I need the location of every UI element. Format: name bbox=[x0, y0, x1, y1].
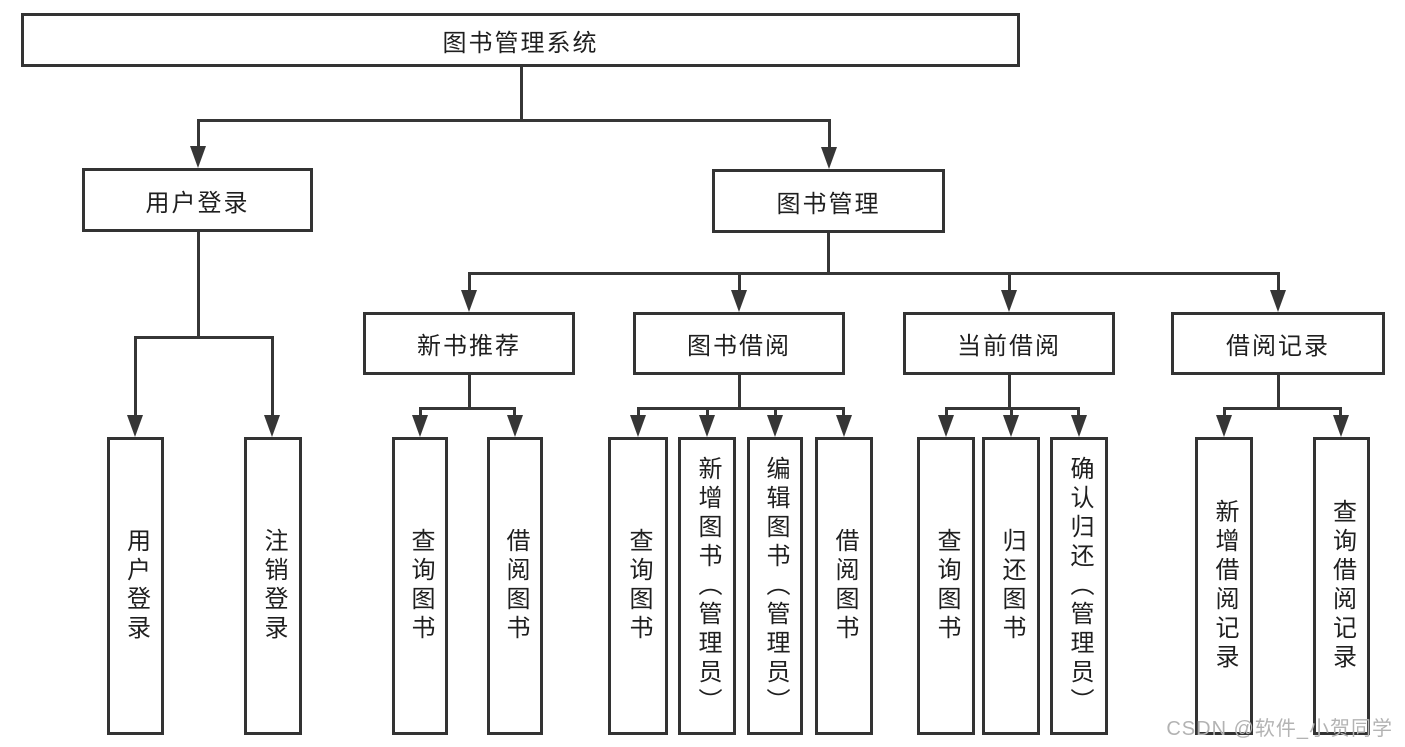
leaf-current-return-books: 归还图书 bbox=[982, 437, 1040, 735]
leaf-newbook-borrow-books: 借阅图书 bbox=[487, 437, 543, 735]
leaf-current-query-books: 查询图书 bbox=[917, 437, 975, 735]
connector-line bbox=[738, 375, 741, 407]
node-borrowing-records-label: 借阅记录 bbox=[1226, 333, 1330, 360]
connector-line bbox=[1223, 407, 1342, 410]
connector-line bbox=[842, 407, 845, 416]
connector-line bbox=[1339, 407, 1342, 416]
connector-line bbox=[468, 272, 471, 291]
arrow-down-icon bbox=[938, 415, 954, 437]
arrow-down-icon bbox=[821, 147, 837, 169]
connector-line bbox=[945, 407, 948, 416]
leaf-records-add-record: 新增借阅记录 bbox=[1195, 437, 1253, 735]
arrow-down-icon bbox=[1001, 290, 1017, 312]
leaf-logout-label: 注销登录 bbox=[260, 528, 287, 644]
arrow-down-icon bbox=[836, 415, 852, 437]
leaf-current-query-books-label: 查询图书 bbox=[933, 528, 960, 644]
node-root-label: 图书管理系统 bbox=[442, 29, 599, 57]
connector-line bbox=[134, 336, 274, 339]
arrow-down-icon bbox=[1333, 415, 1349, 437]
connector-line bbox=[1008, 375, 1011, 407]
connector-line bbox=[828, 119, 831, 148]
node-borrowing-records: 借阅记录 bbox=[1171, 312, 1385, 375]
connector-line bbox=[1008, 272, 1011, 291]
leaf-borrowing-add-books-admin-label: 新增图书（管理员） bbox=[694, 455, 721, 717]
connector-line bbox=[134, 336, 137, 416]
node-user-login: 用户登录 bbox=[82, 168, 313, 232]
connector-line bbox=[774, 407, 777, 416]
arrow-down-icon bbox=[507, 415, 523, 437]
connector-line bbox=[738, 272, 741, 291]
connector-line bbox=[197, 232, 200, 336]
connector-line bbox=[468, 272, 1279, 275]
arrow-down-icon bbox=[731, 290, 747, 312]
leaf-borrowing-borrow-books-label: 借阅图书 bbox=[831, 528, 858, 644]
connector-line bbox=[1077, 407, 1080, 416]
connector-line bbox=[197, 119, 831, 122]
node-current-borrowing: 当前借阅 bbox=[903, 312, 1115, 375]
connector-line bbox=[637, 407, 845, 410]
leaf-user-login: 用户登录 bbox=[107, 437, 164, 735]
leaf-borrowing-borrow-books: 借阅图书 bbox=[815, 437, 873, 735]
leaf-records-query-record: 查询借阅记录 bbox=[1313, 437, 1370, 735]
connector-line bbox=[520, 67, 523, 119]
node-root: 图书管理系统 bbox=[21, 13, 1020, 67]
leaf-borrowing-query-books: 查询图书 bbox=[608, 437, 668, 735]
arrow-down-icon bbox=[1003, 415, 1019, 437]
leaf-current-confirm-return-admin: 确认归还（管理员） bbox=[1050, 437, 1108, 735]
connector-line bbox=[419, 407, 422, 416]
leaf-current-confirm-return-admin-label: 确认归还（管理员） bbox=[1066, 455, 1093, 717]
connector-line bbox=[827, 233, 830, 272]
node-new-book-recommend-label: 新书推荐 bbox=[417, 333, 521, 360]
node-book-borrowing-label: 图书借阅 bbox=[687, 333, 791, 360]
connector-line bbox=[1277, 272, 1280, 291]
node-current-borrowing-label: 当前借阅 bbox=[957, 333, 1061, 360]
arrow-down-icon bbox=[190, 146, 206, 168]
connector-line bbox=[637, 407, 640, 416]
leaf-borrowing-query-books-label: 查询图书 bbox=[625, 528, 652, 644]
leaf-current-return-books-label: 归还图书 bbox=[998, 528, 1025, 644]
connector-line bbox=[419, 407, 516, 410]
leaf-user-login-label: 用户登录 bbox=[122, 528, 150, 644]
leaf-newbook-query-books-label: 查询图书 bbox=[407, 528, 434, 644]
node-user-login-label: 用户登录 bbox=[145, 189, 250, 217]
leaf-borrowing-edit-books-admin-label: 编辑图书（管理员） bbox=[762, 455, 789, 717]
connector-line bbox=[197, 119, 200, 148]
connector-line bbox=[271, 336, 274, 416]
leaf-records-add-record-label: 新增借阅记录 bbox=[1211, 499, 1238, 673]
leaf-borrowing-add-books-admin: 新增图书（管理员） bbox=[678, 437, 736, 735]
connector-line bbox=[1010, 407, 1013, 416]
csdn-watermark: CSDN @软件_小贺同学 bbox=[1166, 718, 1393, 740]
leaf-logout: 注销登录 bbox=[244, 437, 302, 735]
node-new-book-recommend: 新书推荐 bbox=[363, 312, 575, 375]
connector-line bbox=[468, 375, 471, 407]
leaf-borrowing-edit-books-admin: 编辑图书（管理员） bbox=[747, 437, 803, 735]
node-book-borrowing: 图书借阅 bbox=[633, 312, 845, 375]
node-book-management-label: 图书管理 bbox=[776, 190, 881, 218]
leaf-newbook-query-books: 查询图书 bbox=[392, 437, 448, 735]
connector-line bbox=[1277, 375, 1280, 407]
node-book-management: 图书管理 bbox=[712, 169, 945, 233]
arrow-down-icon bbox=[461, 290, 477, 312]
connector-line bbox=[706, 407, 709, 416]
leaf-newbook-borrow-books-label: 借阅图书 bbox=[502, 528, 529, 644]
arrow-down-icon bbox=[264, 415, 280, 437]
arrow-down-icon bbox=[1216, 415, 1232, 437]
arrow-down-icon bbox=[630, 415, 646, 437]
arrow-down-icon bbox=[412, 415, 428, 437]
leaf-records-query-record-label: 查询借阅记录 bbox=[1328, 499, 1356, 673]
connector-line bbox=[1223, 407, 1226, 416]
arrow-down-icon bbox=[1071, 415, 1087, 437]
arrow-down-icon bbox=[1270, 290, 1286, 312]
arrow-down-icon bbox=[127, 415, 143, 437]
arrow-down-icon bbox=[699, 415, 715, 437]
arrow-down-icon bbox=[767, 415, 783, 437]
connector-line bbox=[513, 407, 516, 416]
